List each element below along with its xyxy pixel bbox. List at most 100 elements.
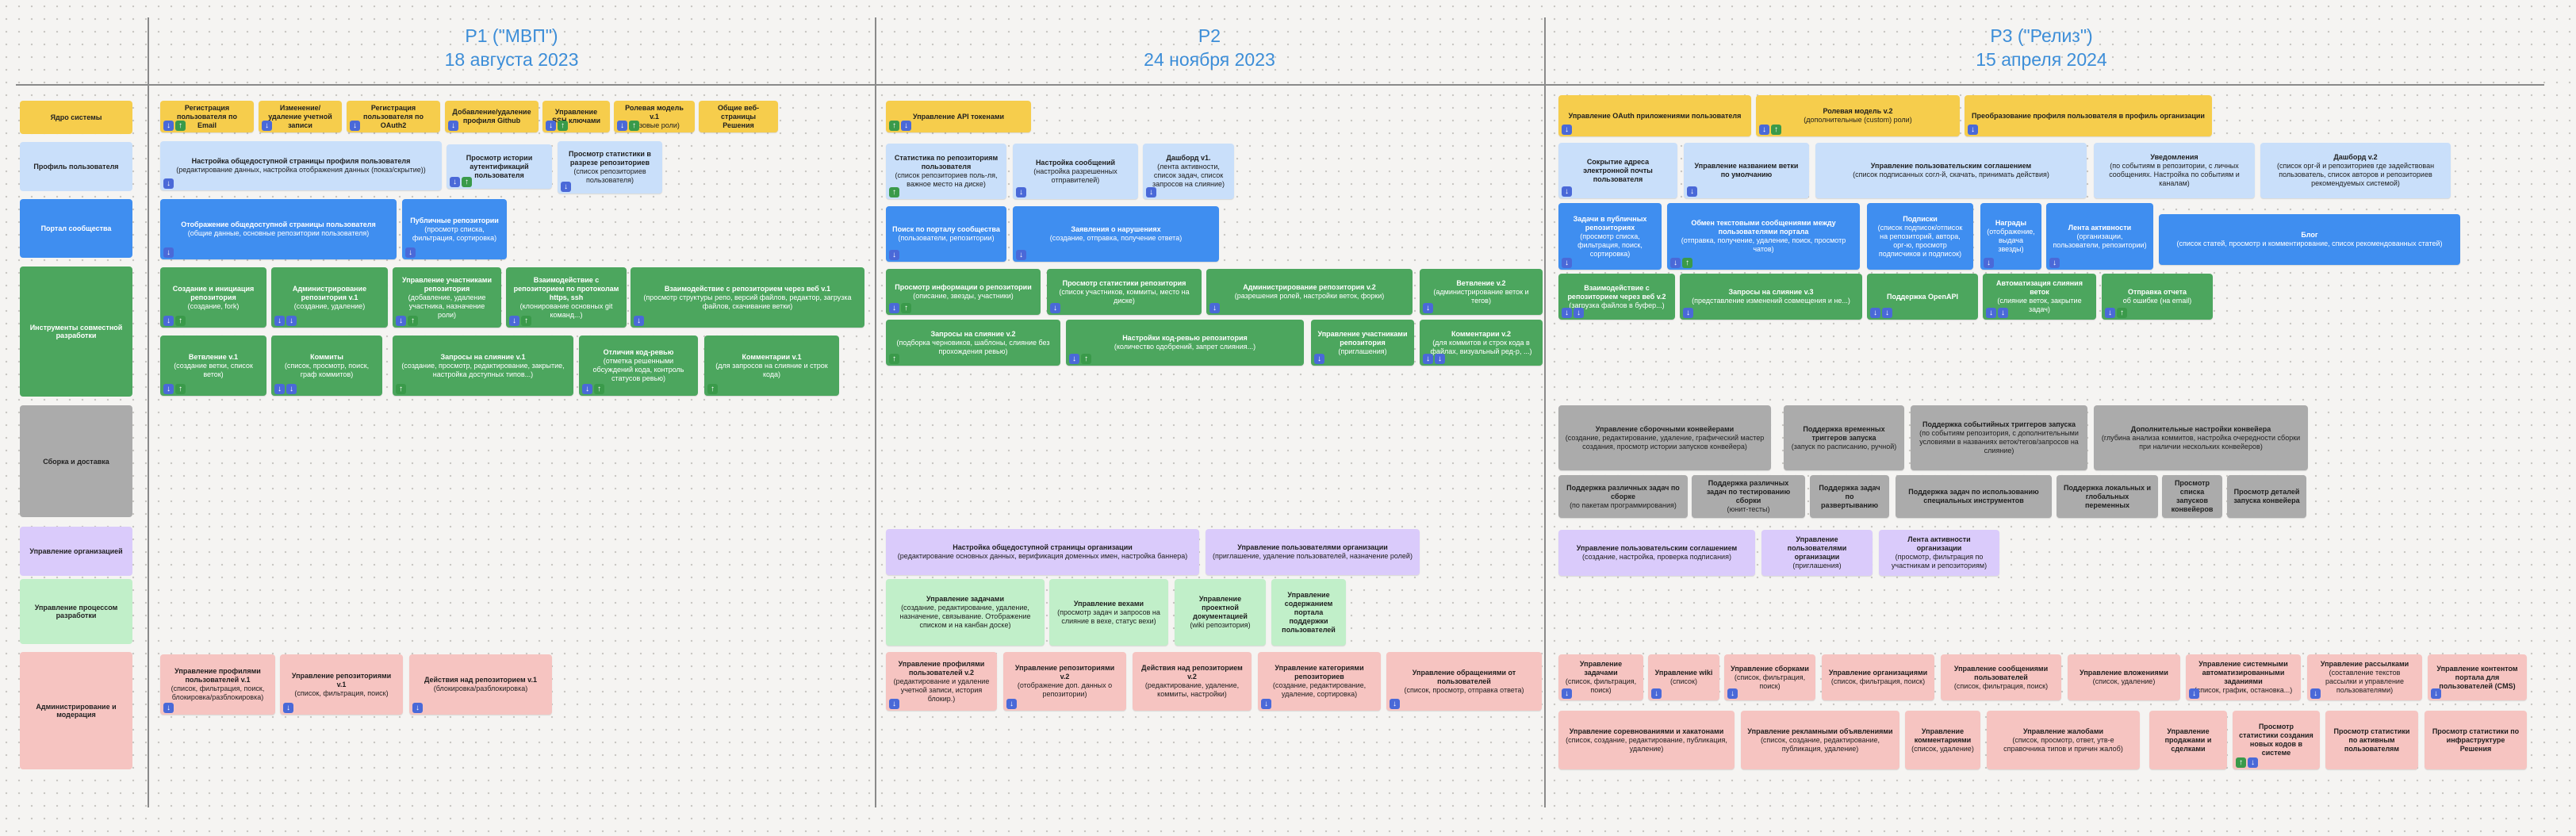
feature-card[interactable]: Управление сборочными конвейерами(создан… (1558, 405, 1771, 470)
feature-card[interactable]: Взаимодействие с репозиторием через веб … (631, 267, 864, 328)
thumbs-up-icon[interactable]: ↑ (462, 177, 472, 187)
thumbs-down-icon[interactable]: ↓ (1984, 258, 1994, 268)
thumbs-up-icon[interactable]: ↑ (1682, 258, 1692, 268)
feature-card[interactable]: Управление вехами(просмотр задач и запро… (1049, 579, 1168, 646)
feature-card[interactable]: Запросы на слияние v.1(создание, просмот… (393, 336, 573, 396)
thumbs-down-icon[interactable]: ↓ (617, 121, 627, 131)
thumbs-up-icon[interactable]: ↑ (408, 316, 418, 326)
thumbs-up-icon[interactable]: ↑ (558, 121, 568, 131)
thumbs-down-icon[interactable]: ↓ (1562, 688, 1572, 699)
feature-card[interactable]: Запросы на слияние v.2(подборка черновик… (886, 320, 1060, 366)
thumbs-down-icon[interactable]: ↓ (163, 121, 174, 131)
thumbs-up-icon[interactable]: ↑ (707, 384, 718, 394)
feature-card[interactable]: Просмотр статистики репозитория(список у… (1047, 269, 1202, 315)
feature-card[interactable]: Управление участниками репозитория(добав… (393, 267, 501, 328)
thumbs-down-icon[interactable]: ↓ (412, 703, 423, 713)
thumbs-up-icon[interactable]: ↑ (1081, 354, 1091, 364)
thumbs-down-icon[interactable]: ↓ (448, 121, 458, 131)
feature-card[interactable]: Управление задачами(список, фильтрация, … (1558, 654, 1643, 700)
feature-card[interactable]: Лента активности(организации, пользовате… (2046, 203, 2153, 270)
feature-card[interactable]: Действия над репозиторием v.1(блокировка… (409, 654, 552, 715)
thumbs-down-icon[interactable]: ↓ (1016, 187, 1026, 197)
feature-card[interactable]: Поддержка локальных и глобальных перемен… (2057, 475, 2158, 518)
feature-card[interactable]: Поддержка задач по использованию специал… (1896, 475, 2052, 518)
thumbs-down-icon[interactable]: ↓ (634, 316, 644, 326)
feature-card[interactable]: Отображение общедоступной страницы польз… (160, 199, 397, 259)
thumbs-down-icon[interactable]: ↓ (1670, 258, 1681, 268)
feature-card[interactable]: Лента активности организации(просмотр, ф… (1879, 530, 1999, 576)
thumbs-down-icon[interactable]: ↓ (1986, 308, 1996, 318)
thumbs-down-icon[interactable]: ↓ (2431, 688, 2441, 699)
feature-card[interactable]: Управление wiki(список)↓ (1648, 654, 1719, 700)
thumbs-down-icon[interactable]: ↓ (561, 182, 571, 192)
feature-card[interactable]: Дашборд v1.(лента активности, список зад… (1143, 144, 1234, 199)
feature-card[interactable]: Комментарии v.1(для запросов на слияние … (704, 336, 839, 396)
feature-card[interactable]: Общие веб-страницы Решения (699, 101, 778, 132)
feature-card[interactable]: Управление репозиториями v.1(список, фил… (280, 654, 403, 715)
thumbs-down-icon[interactable]: ↓ (1390, 699, 1400, 709)
feature-card[interactable]: Регистрация пользователя по OAuth2↓ (347, 101, 440, 132)
feature-card[interactable]: Управление категориями репозиториев(созд… (1258, 652, 1381, 711)
thumbs-down-icon[interactable]: ↓ (1882, 308, 1892, 318)
thumbs-down-icon[interactable]: ↓ (163, 384, 174, 394)
thumbs-down-icon[interactable]: ↓ (1562, 308, 1572, 318)
thumbs-down-icon[interactable]: ↓ (2248, 757, 2258, 768)
thumbs-down-icon[interactable]: ↓ (286, 384, 297, 394)
thumbs-down-icon[interactable]: ↓ (1562, 186, 1572, 197)
feature-card[interactable]: Просмотр истории аутентификаций пользова… (447, 144, 552, 189)
thumbs-up-icon[interactable]: ↑ (175, 121, 186, 131)
feature-card[interactable]: Поддержка временных триггеров запуска(за… (1784, 405, 1904, 470)
thumbs-down-icon[interactable]: ↓ (283, 703, 293, 713)
feature-card[interactable]: Просмотр статистики создания новых кодов… (2233, 711, 2320, 769)
feature-card[interactable]: Поддержка различных задач по тестировани… (1692, 475, 1805, 518)
thumbs-down-icon[interactable]: ↓ (1759, 125, 1769, 135)
thumbs-down-icon[interactable]: ↓ (350, 121, 360, 131)
thumbs-up-icon[interactable]: ↑ (889, 121, 899, 131)
feature-card[interactable]: Просмотр статистики по инфраструктуре Ре… (2425, 711, 2527, 769)
thumbs-down-icon[interactable]: ↓ (1006, 699, 1017, 709)
feature-card[interactable]: Действия над репозиторием v.2(редактиров… (1133, 652, 1252, 711)
thumbs-down-icon[interactable]: ↓ (546, 121, 556, 131)
feature-card[interactable]: Поддержка OpenAPI↓↓ (1867, 274, 1978, 320)
feature-card[interactable]: Создание и инициация репозитория(создани… (160, 267, 266, 328)
thumbs-down-icon[interactable]: ↓ (1870, 308, 1880, 318)
thumbs-down-icon[interactable]: ↓ (1683, 308, 1693, 318)
feature-card[interactable]: Настройка сообщений(настройка разрешенны… (1013, 144, 1138, 199)
feature-card[interactable]: Управление содержанием портала поддержки… (1271, 579, 1346, 646)
feature-card[interactable]: Управление контентом портала для пользов… (2428, 654, 2527, 700)
feature-card[interactable]: Взаимодействие с репозиторием по протоко… (506, 267, 627, 328)
feature-card[interactable]: Обмен текстовыми сообщениями между польз… (1667, 203, 1860, 270)
thumbs-down-icon[interactable]: ↓ (1651, 688, 1662, 699)
feature-card[interactable]: Коммиты(список, просмотр, поиск, граф ко… (271, 336, 382, 396)
feature-card[interactable]: Просмотр статистики по активным пользова… (2325, 711, 2418, 769)
thumbs-up-icon[interactable]: ↑ (1771, 125, 1781, 135)
feature-card[interactable]: Просмотр деталей запуска конвейера (2227, 475, 2306, 518)
feature-card[interactable]: Управление участниками репозитория(пригл… (1311, 320, 1414, 366)
feature-card[interactable]: Просмотр списка запусков конвейеров (2162, 475, 2222, 518)
thumbs-down-icon[interactable]: ↓ (262, 121, 272, 131)
feature-card[interactable]: Публичные репозитории(просмотр списка, ф… (402, 199, 507, 259)
feature-card[interactable]: Статистика по репозиториям пользователя(… (886, 144, 1006, 199)
thumbs-down-icon[interactable]: ↓ (1562, 125, 1572, 135)
feature-card[interactable]: Поиск по порталу сообщества(пользователи… (886, 206, 1006, 262)
feature-card[interactable]: Просмотр информации о репозитории(описан… (886, 269, 1041, 315)
feature-card[interactable]: Управление API токенами↑↓ (886, 101, 1031, 132)
feature-card[interactable]: Администрирование репозитория v.1(создан… (271, 267, 388, 328)
feature-card[interactable]: Добавление/удаление профиля Github↓ (445, 101, 539, 132)
feature-card[interactable]: Управление комментариями(список, удалени… (1905, 711, 1980, 769)
feature-card[interactable]: Отличия код-ревью(отметка решенными обсу… (579, 336, 698, 396)
thumbs-down-icon[interactable]: ↓ (163, 703, 174, 713)
feature-card[interactable]: Управление жалобами(список, просмотр, от… (1987, 711, 2140, 769)
thumbs-up-icon[interactable]: ↑ (175, 384, 186, 394)
feature-card[interactable]: Поддержка событийных триггеров запуска(п… (1911, 405, 2087, 470)
feature-card[interactable]: Ролевая модель v.1(базовые роли)↓↑ (614, 101, 695, 132)
feature-card[interactable]: Управление проектной документацией(wiki … (1175, 579, 1266, 646)
feature-card[interactable]: Управление названием ветки по умолчанию↓ (1684, 143, 1809, 198)
feature-card[interactable]: Настройка общедоступной страницы профиля… (160, 141, 442, 190)
feature-card[interactable]: Управление SSH ключами↓↑ (542, 101, 610, 132)
feature-card[interactable]: Ветвление v.2(администрирование веток и … (1420, 269, 1543, 315)
thumbs-down-icon[interactable]: ↓ (1423, 303, 1433, 313)
thumbs-down-icon[interactable]: ↓ (1050, 303, 1060, 313)
thumbs-up-icon[interactable]: ↑ (2117, 308, 2127, 318)
